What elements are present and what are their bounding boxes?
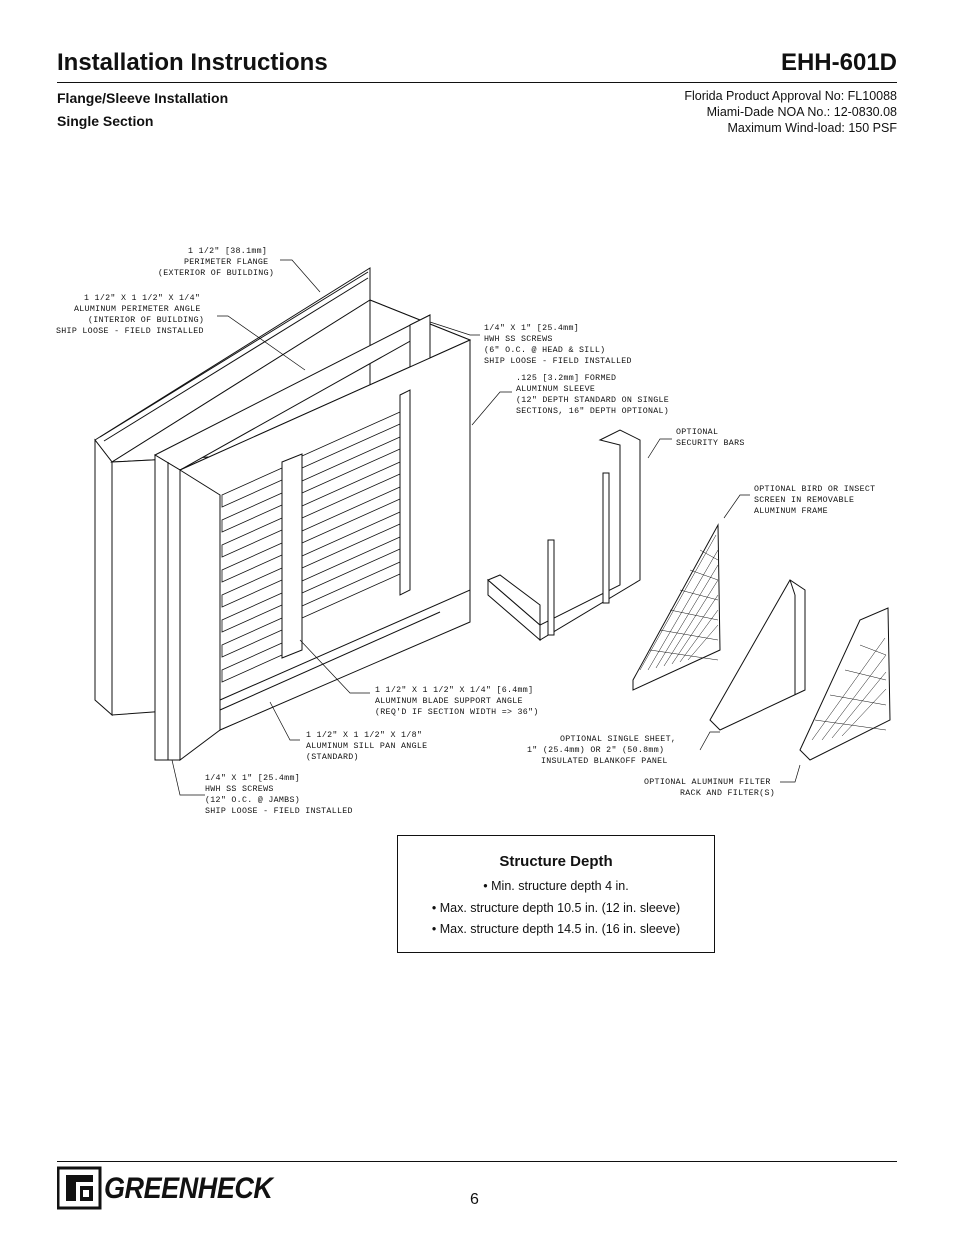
callout-screen-2: SCREEN IN REMOVABLE: [754, 496, 854, 505]
callout-angle-3: (INTERIOR OF BUILDING): [88, 315, 204, 325]
page-number: 6: [470, 1191, 479, 1208]
callout-filter-2: RACK AND FILTER(S): [680, 788, 775, 798]
callout-head-screws-1: 1/4" X 1" [25.4mm]: [484, 323, 579, 333]
callout-sleeve-4: SECTIONS, 16" DEPTH OPTIONAL): [516, 406, 669, 416]
brand-name: GREENHECK: [104, 1172, 273, 1205]
callout-blankoff-1: OPTIONAL SINGLE SHEET,: [560, 735, 676, 744]
callout-security-2: SECURITY BARS: [676, 439, 745, 448]
florida-approval: Florida Product Approval No: FL10088: [684, 89, 897, 103]
callout-sleeve-2: ALUMINUM SLEEVE: [516, 385, 595, 394]
wind-load: Maximum Wind-load: 150 PSF: [727, 121, 897, 135]
callout-flange-2: PERIMETER FLANGE: [184, 258, 268, 267]
callout-blankoff-2: 1" (25.4mm) OR 2" (50.8mm): [527, 745, 664, 755]
structure-depth-box: Structure Depth • Min. structure depth 4…: [397, 835, 715, 953]
list-item: • Max. structure depth 14.5 in. (16 in. …: [431, 922, 681, 936]
callout-blankoff-3: INSULATED BLANKOFF PANEL: [541, 757, 668, 766]
structure-depth-list: • Min. structure depth 4 in. • Max. stru…: [398, 876, 714, 941]
callout-support-1: 1 1/2" X 1 1/2" X 1/4" [6.4mm]: [375, 685, 533, 695]
callout-flange-1: 1 1/2" [38.1mm]: [188, 246, 267, 256]
callout-angle-4: SHIP LOOSE - FIELD INSTALLED: [56, 327, 204, 336]
callout-filter-1: OPTIONAL ALUMINUM FILTER: [644, 778, 771, 787]
callout-security-1: OPTIONAL: [676, 428, 718, 437]
callout-head-screws-3: (6" O.C. @ HEAD & SILL): [484, 345, 605, 355]
callout-sill-2: ALUMINUM SILL PAN ANGLE: [306, 742, 427, 751]
callout-sleeve-3: (12" DEPTH STANDARD ON SINGLE: [516, 395, 669, 405]
callout-screen-3: ALUMINUM FRAME: [754, 507, 828, 516]
section-subtitle: Flange/Sleeve Installation: [57, 90, 229, 106]
callout-support-2: ALUMINUM BLADE SUPPORT ANGLE: [375, 697, 523, 706]
callout-angle-1: 1 1/2" X 1 1/2" X 1/4": [84, 293, 200, 303]
section-subtitle-2: Single Section: [57, 113, 154, 129]
callout-jamb-screws-2: HWH SS SCREWS: [205, 785, 274, 794]
callout-jamb-screws-4: SHIP LOOSE - FIELD INSTALLED: [205, 807, 353, 816]
model-number: EHH-601D: [780, 49, 897, 76]
callout-sill-1: 1 1/2" X 1 1/2" X 1/8": [306, 730, 422, 740]
header-divider: [57, 82, 897, 83]
list-item: • Min. structure depth 4 in.: [483, 879, 629, 893]
approval-info: Florida Product Approval No: FL10088 Mia…: [684, 88, 897, 136]
callout-head-screws-4: SHIP LOOSE - FIELD INSTALLED: [484, 357, 632, 366]
callout-sill-3: (STANDARD): [306, 752, 359, 762]
callout-jamb-screws-3: (12" O.C. @ JAMBS): [205, 795, 300, 805]
callout-jamb-screws-1: 1/4" X 1" [25.4mm]: [205, 773, 300, 783]
list-item: • Max. structure depth 10.5 in. (12 in. …: [431, 900, 681, 915]
callout-support-3: (REQ'D IF SECTION WIDTH => 36"): [375, 707, 539, 717]
structure-depth-title: Structure Depth: [499, 853, 613, 870]
callout-screen-1: OPTIONAL BIRD OR INSECT: [754, 485, 875, 494]
callout-flange-3: (EXTERIOR OF BUILDING): [158, 268, 274, 278]
greenheck-logo-icon: [57, 1166, 102, 1210]
callout-sleeve-1: .125 [3.2mm] FORMED: [516, 373, 616, 383]
page-title: Installation Instructions: [57, 49, 328, 76]
footer-divider: [57, 1161, 897, 1162]
callout-angle-2: ALUMINUM PERIMETER ANGLE: [74, 305, 201, 314]
callout-head-screws-2: HWH SS SCREWS: [484, 335, 553, 344]
miami-dade-noa: Miami-Dade NOA No.: 12-0830.08: [706, 105, 897, 119]
installation-drawing: 1 1/2" [38.1mm] PERIMETER FLANGE (EXTERI…: [56, 246, 891, 816]
